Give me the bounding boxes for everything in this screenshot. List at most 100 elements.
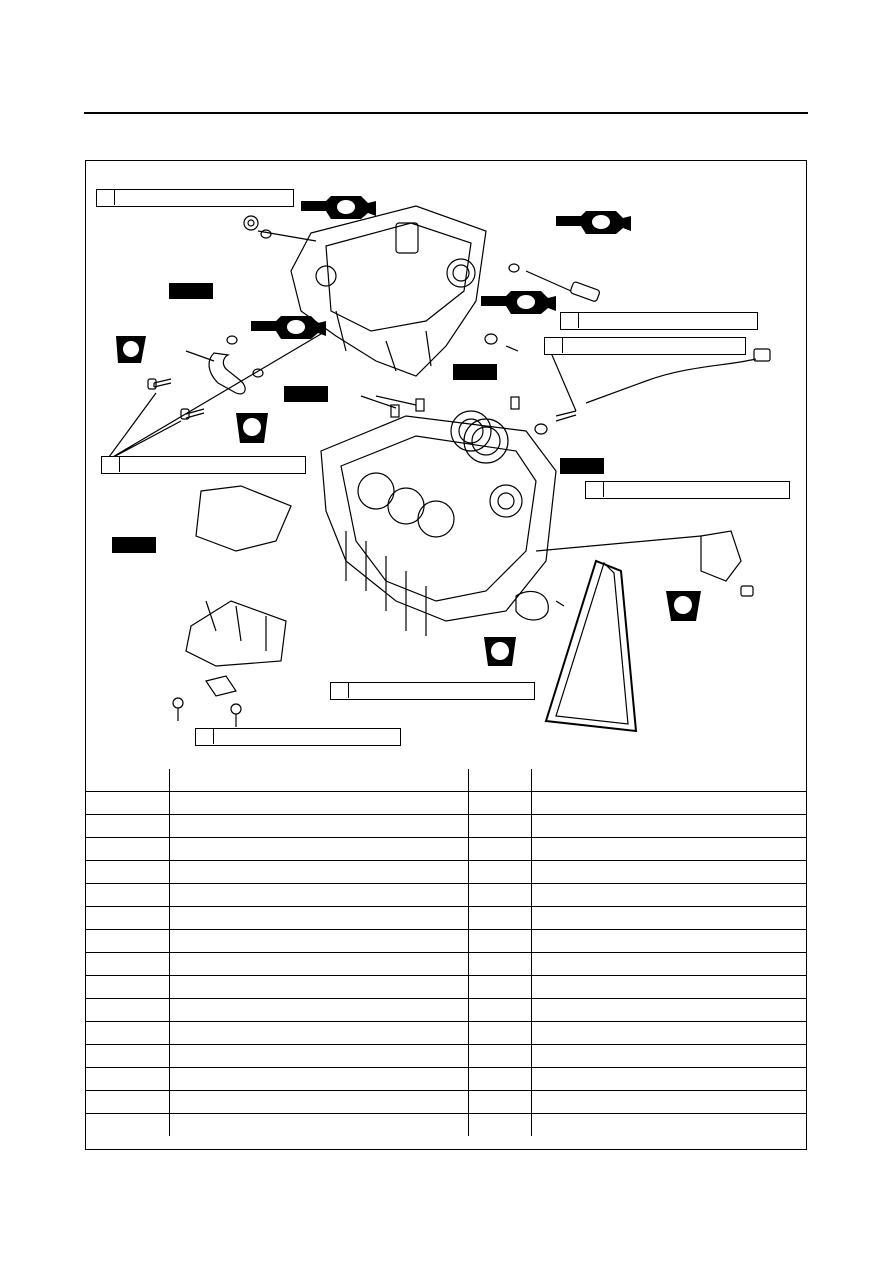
cover-center <box>515 590 565 621</box>
table-cell <box>530 814 806 838</box>
table-cell <box>168 860 469 884</box>
table-cell <box>530 883 806 907</box>
table-cell <box>86 929 170 953</box>
exploded-crankcase-drawing <box>105 196 771 733</box>
table-cell <box>467 837 532 861</box>
torque-wrench-icon <box>545 338 563 353</box>
table-cell <box>168 883 469 907</box>
table-cell <box>168 952 469 976</box>
table-cell <box>86 975 170 999</box>
table-cell <box>467 1113 532 1136</box>
table-cell <box>530 1044 806 1068</box>
table-row <box>86 883 806 907</box>
table-cell <box>168 791 469 815</box>
table-cell <box>530 906 806 930</box>
torque-wrench-icon <box>196 729 214 744</box>
table-cell <box>530 929 806 953</box>
torque-spec-7 <box>195 728 401 746</box>
table-cell <box>168 814 469 838</box>
table-cell <box>168 1021 469 1045</box>
torque-spec-2 <box>560 312 758 330</box>
torque-wrench-icon <box>97 190 115 205</box>
table-cell <box>86 837 170 861</box>
table-cell <box>530 791 806 815</box>
table-cell <box>530 1113 806 1136</box>
table-cell <box>86 906 170 930</box>
table-cell <box>530 837 806 861</box>
torque-spec-3 <box>544 337 746 355</box>
table-row <box>86 791 806 815</box>
torque-spec-1 <box>96 189 294 207</box>
torque-wrench-icon <box>586 482 604 497</box>
diagram-frame <box>85 160 807 1150</box>
table-cell <box>467 952 532 976</box>
torque-spec-4 <box>101 456 306 474</box>
table-cell <box>168 998 469 1022</box>
table-row <box>86 1090 806 1114</box>
table-cell <box>86 998 170 1022</box>
table-cell <box>86 860 170 884</box>
torque-wrench-icon <box>561 313 579 328</box>
table-cell <box>467 906 532 930</box>
table-cell <box>467 1067 532 1091</box>
table-cell <box>467 883 532 907</box>
table-cell <box>168 975 469 999</box>
table-cell <box>467 791 532 815</box>
table-cell <box>86 952 170 976</box>
torque-spec-5 <box>585 481 790 499</box>
table-row <box>86 975 806 999</box>
torque-wrench-icon <box>102 457 120 472</box>
parts-table <box>86 769 806 1136</box>
table-row <box>86 952 806 976</box>
table-row <box>86 860 806 884</box>
table-cell <box>467 814 532 838</box>
table-cell <box>86 1044 170 1068</box>
upper-crankcase <box>290 205 487 377</box>
table-cell <box>530 860 806 884</box>
table-row <box>86 1113 806 1136</box>
table-cell <box>467 860 532 884</box>
table-cell <box>467 1021 532 1045</box>
table-row <box>86 837 806 861</box>
table-cell <box>530 952 806 976</box>
table-cell <box>530 1090 806 1114</box>
table-cell <box>86 1113 170 1136</box>
table-cell <box>168 906 469 930</box>
table-row <box>86 1021 806 1045</box>
table-row <box>86 1044 806 1068</box>
bolts-left <box>105 330 327 462</box>
sealant-icon <box>116 336 701 666</box>
oil-pan <box>172 485 292 727</box>
table-cell <box>467 1090 532 1114</box>
oil-can-icon <box>251 196 631 339</box>
header-rule <box>84 112 808 114</box>
table-row <box>86 929 806 953</box>
table-cell <box>467 1044 532 1068</box>
timing-chain <box>544 559 638 733</box>
black-tag-4 <box>560 458 604 474</box>
table-header-cell <box>168 769 469 792</box>
table-cell <box>86 1090 170 1114</box>
table-cell <box>168 837 469 861</box>
table-cell <box>168 1113 469 1136</box>
table-header-cell <box>86 769 170 792</box>
oil-level-gauge <box>484 263 601 352</box>
black-tag-3 <box>453 364 497 380</box>
cover-plate-right <box>535 530 754 597</box>
oil-plug <box>243 215 317 242</box>
table-cell <box>467 929 532 953</box>
table-cell <box>168 1067 469 1091</box>
table-cell <box>530 998 806 1022</box>
table-cell <box>530 1021 806 1045</box>
table-row <box>86 906 806 930</box>
table-cell <box>168 929 469 953</box>
torque-wrench-icon <box>331 683 349 698</box>
table-cell <box>86 1067 170 1091</box>
table-cell <box>86 791 170 815</box>
black-tag-2 <box>284 386 328 402</box>
table-row <box>86 1067 806 1091</box>
table-cell <box>467 975 532 999</box>
black-tag-1 <box>169 283 213 299</box>
table-cell <box>467 998 532 1022</box>
table-cell <box>168 1044 469 1068</box>
